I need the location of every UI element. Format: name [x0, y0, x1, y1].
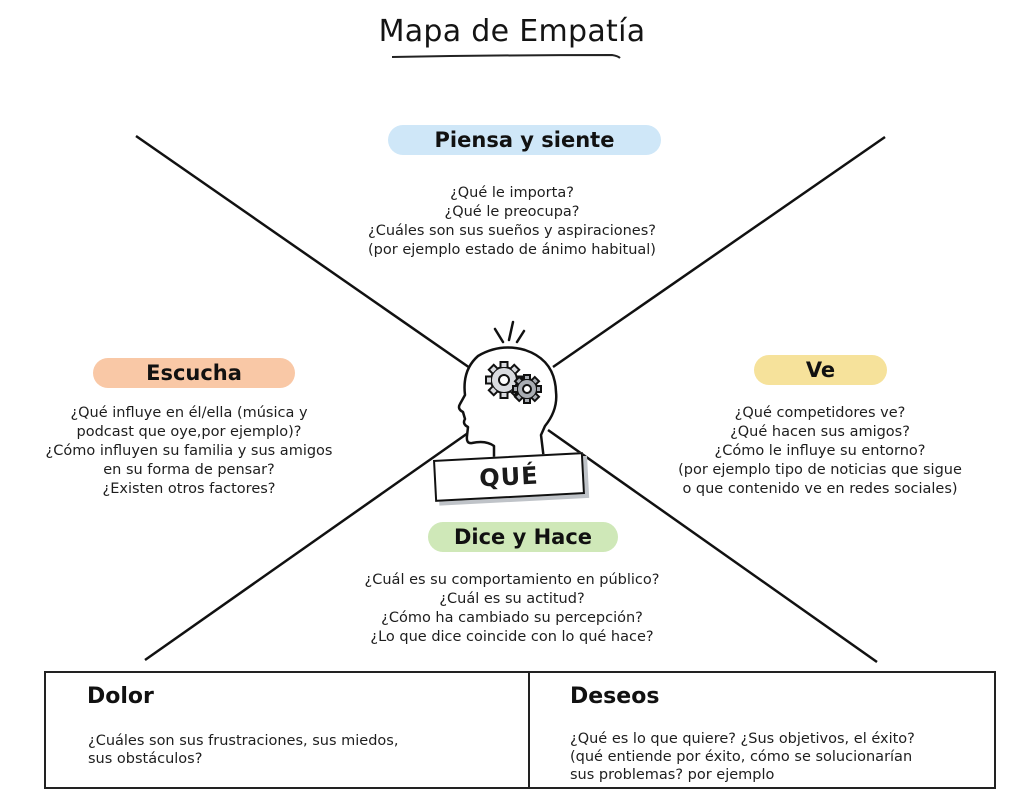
dice-questions: ¿Cuál es su comportamiento en público? ¿…: [364, 572, 660, 645]
page-title: Mapa de Empatía: [378, 14, 646, 49]
deseos-text: ¿Qué es lo que quiere? ¿Sus objetivos, e…: [570, 731, 915, 783]
dolor-text: ¿Cuáles son sus frustraciones, sus miedo…: [88, 733, 399, 767]
ve-label: Ve: [754, 355, 887, 385]
diagonal-bottom-left: [144, 431, 469, 662]
piensa-questions: ¿Qué le importa? ¿Qué le preocupa? ¿Cuál…: [368, 185, 656, 258]
center-label: QUÉ: [433, 452, 585, 502]
diagonal-top-right: [552, 135, 886, 369]
dice-label: Dice y Hace: [428, 522, 618, 552]
diagonal-top-left: [135, 134, 471, 370]
ve-questions: ¿Qué competidores ve? ¿Qué hacen sus ami…: [678, 405, 962, 497]
head-with-gears-icon: [457, 320, 558, 461]
bottom-box: [44, 671, 996, 789]
escucha-questions: ¿Qué influye en él/ella (música y podcas…: [45, 405, 333, 497]
escucha-label: Escucha: [93, 358, 295, 388]
dolor-title: Dolor: [87, 684, 154, 709]
bottom-divider: [528, 673, 530, 787]
diagonal-bottom-right: [547, 428, 878, 664]
deseos-title: Deseos: [570, 684, 660, 709]
title-underline: [391, 53, 621, 59]
piensa-label: Piensa y siente: [388, 125, 661, 155]
